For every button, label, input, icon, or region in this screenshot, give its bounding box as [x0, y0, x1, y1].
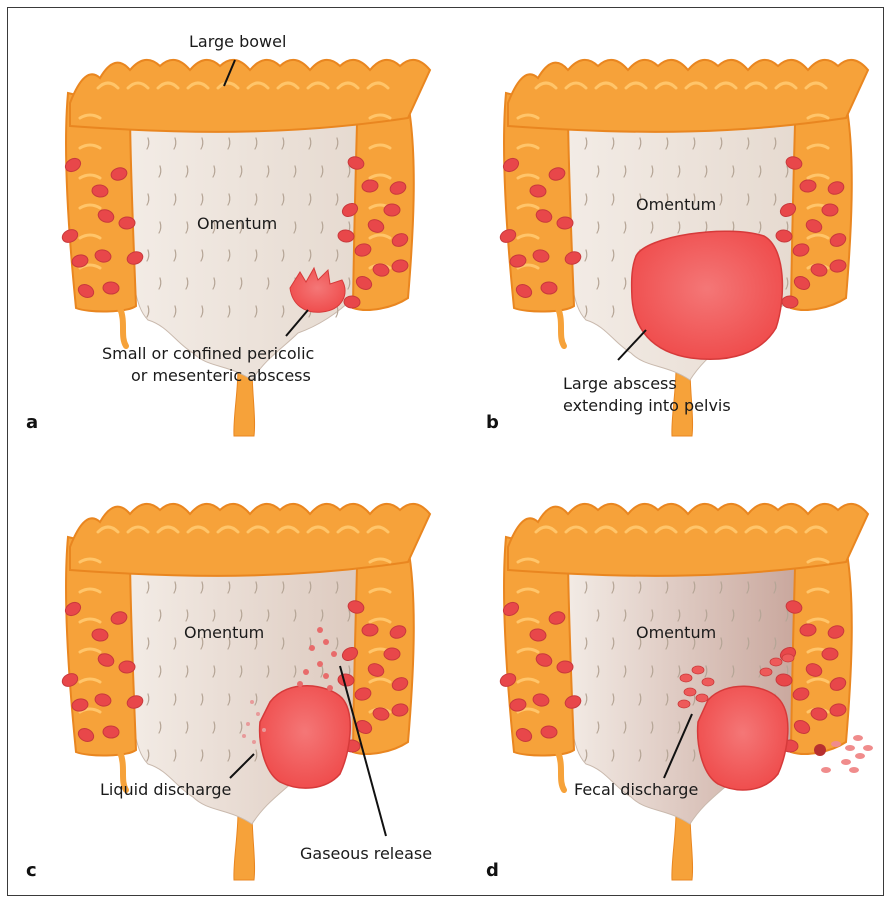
panel-c: Omentum Liquid discharge Gaseous release…	[8, 452, 448, 897]
appendix	[558, 308, 564, 346]
fecal-fragment	[760, 668, 772, 676]
panel-letter-d: d	[486, 860, 499, 881]
spray-drop	[849, 767, 859, 773]
gas-bubble	[331, 651, 337, 657]
abscess-label-line1: Small or confined pericolic	[102, 344, 314, 363]
gas-bubble	[323, 673, 329, 679]
spray-drop	[863, 745, 873, 751]
gaseous-release-label: Gaseous release	[300, 844, 432, 863]
omentum-sheet	[126, 118, 359, 380]
spray-drop	[821, 767, 831, 773]
inflamed-node	[119, 217, 135, 230]
fecal-discharge-label: Fecal discharge	[574, 780, 698, 799]
ruptured-abscess	[260, 686, 351, 788]
liquid-droplet	[256, 712, 260, 716]
omentum-label: Omentum	[636, 623, 716, 642]
fecal-fragment	[696, 694, 708, 702]
inflamed-node	[557, 217, 573, 230]
abscess-label-line2: or mesenteric abscess	[131, 366, 311, 385]
liquid-droplet	[262, 728, 266, 732]
fecal-fragment	[692, 666, 704, 674]
inflamed-node	[119, 661, 135, 674]
gas-bubble	[317, 661, 323, 667]
transverse-colon	[508, 504, 868, 576]
omentum-label: Omentum	[636, 195, 716, 214]
inflamed-node	[822, 648, 838, 660]
colon-illustration	[8, 452, 448, 897]
fecal-fragment	[684, 688, 696, 696]
inflamed-node	[822, 204, 838, 216]
omentum-label: Omentum	[184, 623, 264, 642]
liquid-droplet	[246, 722, 250, 726]
panel-letter-c: c	[26, 860, 37, 881]
fistula-opening	[814, 744, 826, 756]
omentum-label: Omentum	[197, 214, 277, 233]
panel-letter-b: b	[486, 412, 499, 433]
gas-bubble	[327, 685, 333, 691]
panel-b: Omentum Large abscess extending into pel…	[446, 8, 886, 453]
gas-bubble	[303, 669, 309, 675]
inflamed-node	[103, 282, 120, 295]
fecal-fragment	[782, 654, 794, 662]
transverse-colon	[70, 504, 430, 576]
transverse-colon	[70, 60, 430, 132]
panel-letter-a: a	[26, 412, 38, 433]
large-abscess	[632, 231, 783, 359]
gas-bubble	[309, 645, 315, 651]
liquid-droplet	[250, 700, 254, 704]
panel-d: Omentum Fecal discharge d	[446, 452, 886, 897]
fecal-fragment	[680, 674, 692, 682]
gas-bubble	[323, 639, 329, 645]
ruptured-abscess	[698, 686, 788, 790]
liquid-discharge-label: Liquid discharge	[100, 780, 231, 799]
inflamed-node	[557, 661, 573, 674]
spray-drop	[841, 759, 851, 765]
liquid-droplet	[242, 734, 246, 738]
appendix	[558, 752, 564, 790]
colon-illustration	[446, 452, 886, 897]
fecal-fragment	[678, 700, 690, 708]
abscess-label-line2: extending into pelvis	[563, 396, 731, 415]
inflamed-node	[103, 726, 120, 739]
spray-drop	[845, 745, 855, 751]
large-bowel-label: Large bowel	[189, 32, 286, 51]
transverse-colon	[508, 60, 868, 132]
inflamed-node	[384, 204, 400, 216]
spray-drop	[853, 735, 863, 741]
gas-bubble	[317, 627, 323, 633]
inflamed-node	[541, 726, 558, 739]
fecal-fragment	[702, 678, 714, 686]
inflamed-node	[384, 648, 400, 660]
gas-bubble	[297, 681, 303, 687]
spray-drop	[831, 741, 841, 747]
liquid-droplet	[252, 740, 256, 744]
appendix	[120, 308, 126, 346]
inflamed-node	[541, 282, 558, 295]
abscess-label-line1: Large abscess	[563, 374, 677, 393]
panel-a: Large bowel Omentum Small or confined pe…	[8, 8, 448, 453]
spray-drop	[855, 753, 865, 759]
fecal-fragment	[770, 658, 782, 666]
